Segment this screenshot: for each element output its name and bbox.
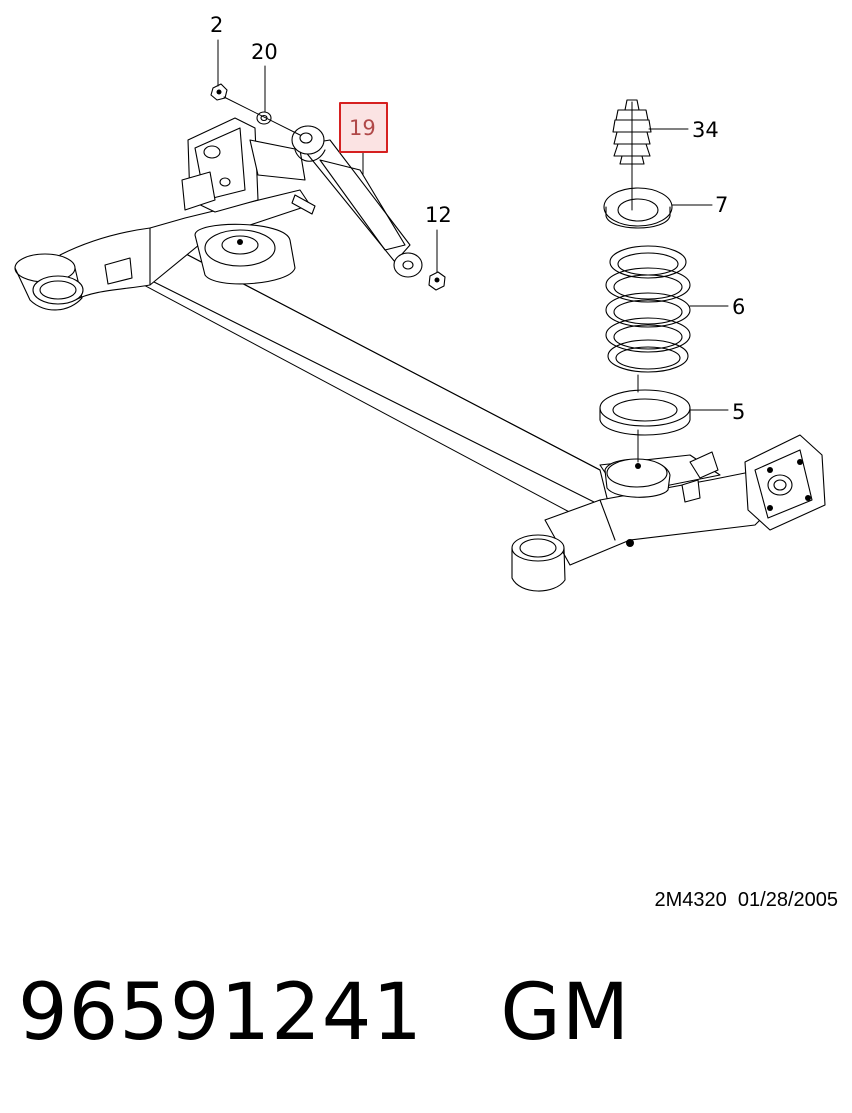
left-trailing-arm — [14, 189, 311, 311]
shock-absorber — [291, 125, 423, 278]
callout-2: 2 — [210, 13, 223, 37]
washer-part-20 — [256, 111, 272, 125]
callout-19[interactable]: 19 — [349, 116, 376, 140]
callout-19-highlight[interactable] — [339, 102, 388, 153]
callout-12: 12 — [425, 203, 452, 227]
bump-stop-part-34 — [612, 99, 689, 165]
rear-axle-diagram: 2 20 19 12 34 7 6 5 — [14, 13, 826, 592]
coil-spring-part-6 — [605, 245, 729, 373]
brake-line-clip — [681, 451, 719, 503]
upper-spring-insulator-part-7 — [603, 187, 713, 229]
lower-spring-insulator-part-5 — [599, 389, 729, 436]
callout-20: 20 — [251, 40, 278, 64]
callout-34: 34 — [692, 118, 719, 142]
callouts: 2 20 19 12 34 7 6 5 — [210, 13, 745, 424]
torsion-beam — [124, 229, 611, 516]
brand-name: GM — [500, 968, 631, 1058]
diagram-reference-code: 2M4320 01/28/2005 — [654, 889, 839, 911]
right-mount-bracket — [744, 434, 826, 531]
left-spring-seat — [194, 223, 296, 285]
right-spring-seat — [604, 458, 671, 498]
part-number: 96591241 — [18, 968, 424, 1058]
callout-5: 5 — [732, 400, 745, 424]
callout-6: 6 — [732, 295, 745, 319]
callout-7: 7 — [715, 193, 728, 217]
left-mount-bracket — [181, 117, 306, 213]
nut-part-12 — [428, 271, 446, 291]
part-number-line: 96591241 GM — [18, 968, 630, 1058]
